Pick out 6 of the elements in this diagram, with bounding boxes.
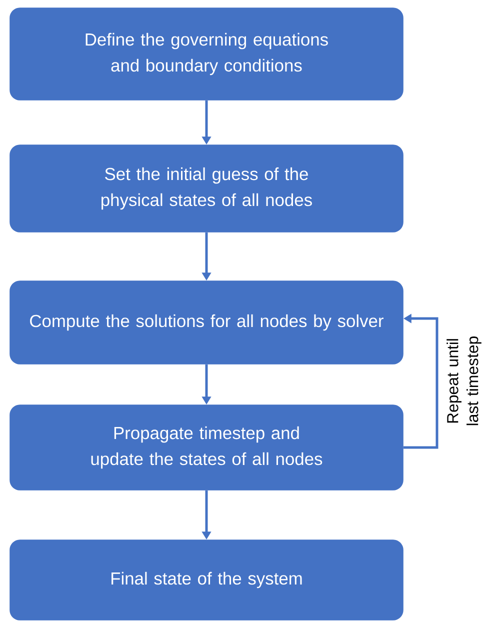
process-box: Define the governing equations and boundary conditions — [10, 8, 404, 100]
process-box: Propagate timestep and update the states of all nodes — [10, 404, 404, 490]
process-box: Set the initial guess of the physical states of all nodes — [10, 144, 404, 232]
process-box: Compute the solutions for all nodes by solver — [10, 280, 404, 364]
process-box: Final state of the system — [10, 540, 404, 620]
edge-label: Repeat until last timestep — [446, 336, 482, 426]
